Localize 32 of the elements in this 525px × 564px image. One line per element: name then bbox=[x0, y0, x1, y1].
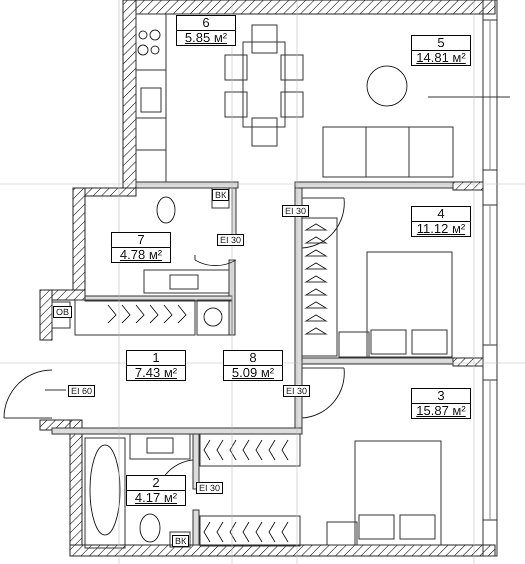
room-area: 4.17 м² bbox=[127, 491, 185, 505]
room-area: 5.85 м² bbox=[177, 31, 235, 45]
room-number: 2 bbox=[127, 476, 185, 491]
fire-rating-label: EI 30 bbox=[283, 385, 310, 397]
room-area: 15.87 м² bbox=[412, 404, 470, 418]
room-area: 4.78 м² bbox=[112, 248, 170, 262]
riser-label: ВК bbox=[172, 535, 190, 547]
fire-rating-label: EI 30 bbox=[217, 234, 244, 246]
riser-label: ОВ bbox=[53, 306, 72, 318]
fire-rating-label: EI 30 bbox=[282, 205, 310, 217]
room-tag bbox=[111, 232, 171, 263]
room-number: 8 bbox=[224, 351, 282, 366]
room-number: 5 bbox=[412, 36, 470, 51]
fire-rating-label: EI 30 bbox=[196, 482, 224, 494]
room-number: 7 bbox=[112, 233, 170, 248]
room-tag bbox=[176, 15, 236, 46]
room-area: 11.12 м² bbox=[412, 222, 470, 236]
fire-rating-label: EI 60 bbox=[68, 385, 96, 397]
room-area: 14.81 м² bbox=[412, 51, 470, 65]
room-number: 1 bbox=[127, 351, 185, 366]
riser-label: ВК bbox=[212, 189, 230, 201]
room-number: 3 bbox=[412, 389, 470, 404]
room-area: 7.43 м² bbox=[127, 366, 185, 380]
room-tag bbox=[223, 350, 283, 381]
room-tag bbox=[411, 388, 471, 419]
room-area: 5.09 м² bbox=[224, 366, 282, 380]
room-tag bbox=[126, 475, 186, 506]
room-number: 4 bbox=[412, 207, 470, 222]
room-number: 6 bbox=[177, 16, 235, 31]
room-tag bbox=[126, 350, 186, 381]
room-tag bbox=[411, 206, 471, 237]
room-tag bbox=[411, 35, 471, 66]
